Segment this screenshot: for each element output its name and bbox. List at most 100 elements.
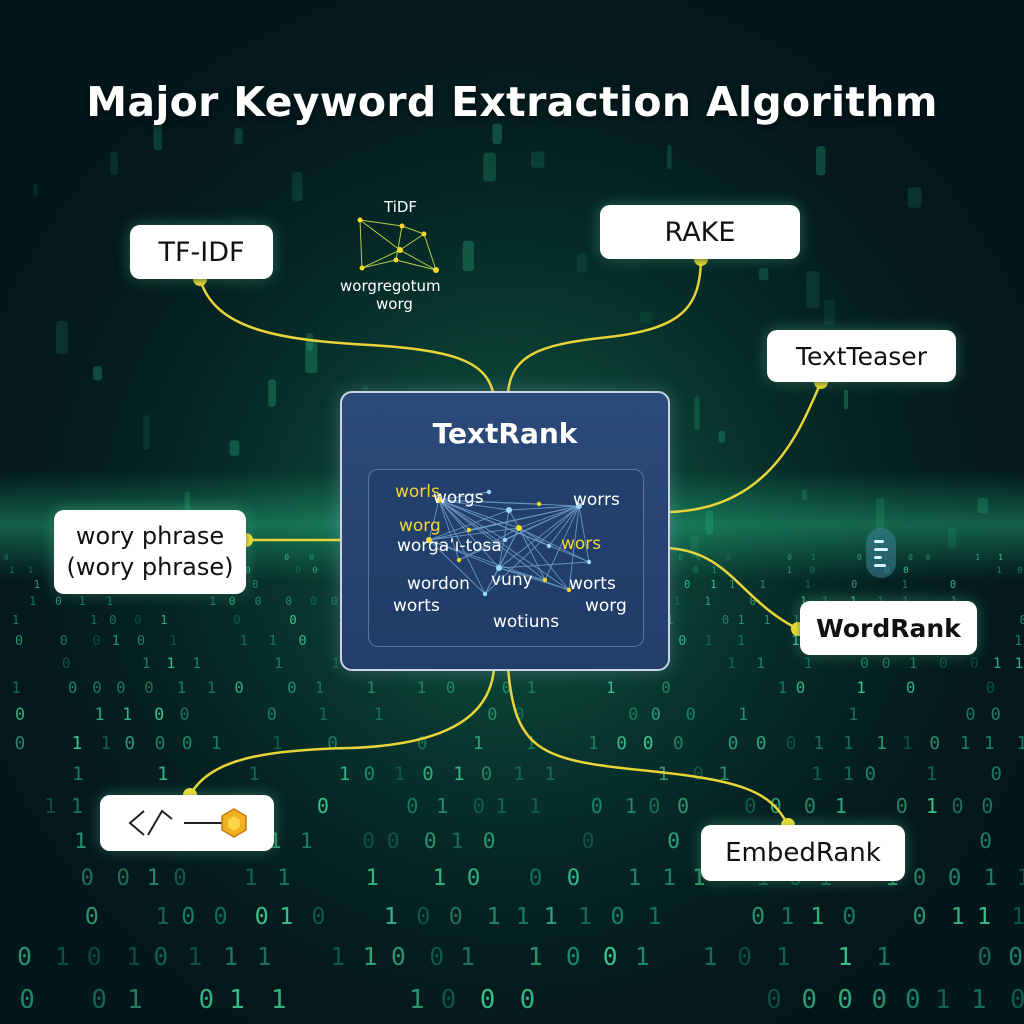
rain-glyph: 0	[331, 595, 338, 608]
graph-node	[576, 503, 582, 509]
rain-glyph: 1	[811, 553, 816, 562]
graph-word: worg	[585, 596, 627, 616]
wire-wordrank	[667, 546, 799, 631]
rain-blob	[234, 128, 243, 145]
rain-glyph: 1	[838, 942, 853, 971]
rain-glyph: 0	[566, 942, 581, 971]
graph-edge	[498, 505, 580, 569]
mini-graph-label-top: TiDF	[384, 198, 418, 216]
rain-blob	[694, 396, 700, 431]
graph-edge	[438, 499, 546, 581]
rain-glyph: 1	[29, 595, 36, 608]
rain-glyph: 1	[177, 678, 186, 697]
graph-edge	[498, 567, 570, 591]
rain-glyph: 0	[481, 763, 492, 785]
rain-glyph: 0	[756, 733, 767, 754]
rain-blob	[758, 268, 769, 281]
rain-blob	[143, 414, 150, 450]
page-title: Major Keyword Extraction Algorithm	[86, 78, 938, 126]
graph-node	[456, 557, 462, 563]
rain-glyph: 0	[796, 678, 805, 697]
rain-glyph: 0	[628, 704, 638, 724]
rain-glyph: 0	[677, 794, 689, 818]
rain-blob	[33, 183, 38, 196]
code-bracket-icon	[128, 809, 173, 836]
rain-glyph: 0	[750, 595, 757, 608]
rain-glyph: 0	[81, 865, 94, 891]
rain-glyph: 1	[95, 704, 105, 724]
rain-glyph: 0	[255, 595, 262, 608]
rain-glyph: 1	[843, 763, 854, 785]
rain-glyph: 0	[299, 633, 307, 649]
rain-glyph: 0	[514, 704, 524, 724]
graph-edge	[458, 505, 580, 561]
graph-edge	[484, 505, 580, 595]
rain-glyph: 1	[147, 865, 160, 891]
rain-glyph: 1	[710, 580, 716, 591]
rain-glyph: 1	[975, 553, 980, 562]
rain-glyph: 1	[366, 865, 379, 891]
rain-glyph: 1	[813, 733, 824, 754]
rain-glyph: 1	[984, 865, 997, 891]
rain-glyph: 0	[312, 566, 317, 576]
rain-glyph: 1	[248, 763, 259, 785]
rain-glyph: 0	[62, 655, 71, 672]
rain-blob	[462, 240, 474, 272]
graph-node	[542, 577, 548, 583]
rain-glyph: 1	[704, 595, 711, 608]
rain-glyph: 1	[384, 902, 398, 930]
rain-glyph: 1	[527, 678, 536, 697]
rain-glyph: 0	[180, 704, 190, 724]
graph-node	[566, 587, 572, 593]
rain-glyph: 0	[611, 902, 625, 930]
rain-glyph: 1	[315, 678, 324, 697]
rain-glyph: 1	[433, 865, 446, 891]
rain-glyph: 1	[156, 902, 170, 930]
rain-glyph: 0	[144, 678, 153, 697]
rain-glyph: 0	[603, 942, 618, 971]
graph-node	[486, 489, 492, 495]
rain-glyph: 0	[567, 865, 580, 891]
node-tfidf: TF-IDF	[130, 225, 273, 279]
graph-word: worga’ı-tosa	[397, 536, 502, 556]
rain-glyph: 1	[971, 985, 986, 1015]
rain-glyph: 0	[327, 733, 338, 754]
node-embedrank-label: EmbedRank	[725, 838, 881, 868]
rain-glyph: 1	[330, 942, 345, 971]
rain-glyph: 0	[285, 595, 292, 608]
rain-glyph: 0	[986, 678, 995, 697]
rain-glyph: 1	[960, 733, 971, 754]
rain-glyph: 0	[678, 633, 686, 649]
rain-glyph: 1	[977, 902, 991, 930]
rain-glyph: 0	[87, 942, 102, 971]
rain-glyph: 1	[1014, 633, 1022, 649]
graph-node	[426, 537, 432, 543]
rain-glyph: 1	[363, 942, 378, 971]
rain-glyph: 0	[15, 704, 25, 724]
rain-glyph: 1	[606, 678, 615, 697]
rain-glyph: 0	[154, 704, 164, 724]
rain-glyph: 1	[90, 612, 97, 627]
graph-node	[506, 507, 512, 513]
rain-glyph: 1	[635, 942, 650, 971]
graph-node	[436, 497, 442, 503]
rain-glyph: 0	[441, 985, 456, 1015]
rain-glyph: 0	[1020, 612, 1024, 627]
graph-node	[586, 559, 592, 565]
rain-glyph: 1	[473, 733, 484, 754]
rain-glyph: 0	[109, 612, 116, 627]
rain-glyph: 1	[453, 763, 464, 785]
rain-glyph: 0	[68, 678, 77, 697]
graph-edge	[568, 505, 580, 591]
graph-word: worrs	[573, 490, 620, 510]
rain-glyph: 0	[137, 633, 145, 649]
rain-glyph: 0	[728, 733, 739, 754]
textrank-title: TextRank	[432, 417, 578, 450]
rain-glyph: 0	[502, 678, 511, 697]
rain-glyph: 0	[289, 612, 296, 627]
rain-glyph: 1	[71, 794, 83, 818]
rain-glyph: 0	[737, 942, 752, 971]
rain-glyph: 1	[300, 828, 313, 853]
rain-glyph: 1	[160, 612, 167, 627]
